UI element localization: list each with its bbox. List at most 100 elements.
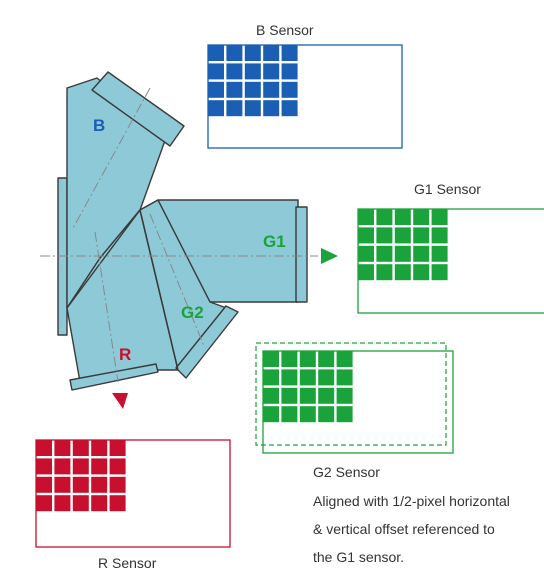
sensor-pixel: [394, 209, 411, 225]
sensor-pixel: [263, 63, 280, 80]
sensor-pixel: [208, 63, 224, 80]
sensor-pixel: [413, 209, 430, 225]
sensor-pixel: [394, 264, 411, 281]
sensor-pixel: [263, 387, 279, 404]
sensor-pixel: [263, 369, 279, 386]
sensor-pixel: [226, 100, 243, 117]
g2-sensor-pixel-grid: [263, 351, 353, 423]
sensor-pixel: [336, 369, 353, 386]
sensor-pixel: [413, 227, 430, 244]
sensor-pixel: [54, 458, 71, 475]
g1-sensor-label: G1 Sensor: [414, 181, 481, 197]
sensor-pixel: [263, 351, 279, 367]
r-direction-arrow: [112, 393, 128, 409]
sensor-pixel: [394, 227, 411, 244]
sensor-pixel: [91, 476, 108, 493]
sensor-pixel: [226, 63, 243, 80]
sensor-pixel: [431, 245, 448, 262]
sensor-pixel: [226, 81, 243, 98]
sensor-pixel: [431, 209, 448, 225]
b-optical-axis: [71, 87, 151, 231]
sensor-pixel: [109, 476, 126, 493]
channel-label-g1: G1: [263, 232, 286, 251]
sensor-pixel: [431, 264, 448, 281]
sensor-pixel: [72, 440, 89, 456]
sensor-pixel: [358, 264, 374, 281]
r-sensor-pixel-grid: [36, 440, 126, 512]
sensor-pixel: [263, 406, 279, 423]
sensor-pixel: [299, 406, 316, 423]
sensor-pixel: [281, 351, 298, 367]
g2-exit-plate: [175, 305, 239, 379]
sensor-pixel: [281, 387, 298, 404]
g2-note-line-3: the G1 sensor.: [313, 549, 404, 565]
sensor-pixel: [281, 45, 298, 61]
sensor-pixel: [36, 440, 52, 456]
sensor-pixel: [318, 369, 335, 386]
r-sensor-label: R Sensor: [98, 555, 157, 571]
g2-offset-reference-frame: [255, 342, 447, 446]
sensor-pixel: [244, 63, 261, 80]
g2-sensor-label: G2 Sensor: [313, 464, 380, 480]
dichroic-boundary: [66, 209, 141, 309]
sensor-pixel: [91, 440, 108, 456]
sensor-pixel: [54, 476, 71, 493]
sensor-pixel: [358, 245, 374, 262]
sensor-pixel: [413, 245, 430, 262]
sensor-pixel: [336, 387, 353, 404]
sensor-pixel: [281, 406, 298, 423]
sensor-pixel: [226, 45, 243, 61]
r-exit-plate: [69, 363, 159, 391]
sensor-pixel: [376, 227, 393, 244]
r-optical-axis: [94, 231, 119, 383]
sensor-pixel: [244, 100, 261, 117]
sensor-pixel: [244, 45, 261, 61]
sensor-pixel: [281, 63, 298, 80]
sensor-pixel: [54, 440, 71, 456]
sensor-pixel: [36, 476, 52, 493]
g2-note-line-1: Aligned with 1/2-pixel horizontal: [313, 493, 510, 509]
sensor-pixel: [376, 209, 393, 225]
sensor-pixel: [263, 81, 280, 98]
sensor-pixel: [208, 45, 224, 61]
g1-sensor-pixel-grid: [358, 209, 448, 281]
sensor-pixel: [109, 495, 126, 512]
sensor-pixel: [376, 264, 393, 281]
g2-optical-axis: [149, 213, 205, 347]
sensor-pixel: [318, 406, 335, 423]
sensor-pixel: [431, 227, 448, 244]
channel-label-g2: G2: [181, 303, 204, 322]
sensor-pixel: [413, 264, 430, 281]
g1-direction-arrow: [321, 248, 338, 264]
sensor-pixel: [208, 81, 224, 98]
sensor-pixel: [336, 406, 353, 423]
sensor-pixel: [208, 100, 224, 117]
sensor-pixel: [299, 369, 316, 386]
sensor-pixel: [263, 100, 280, 117]
sensor-pixel: [318, 387, 335, 404]
sensor-pixel: [72, 458, 89, 475]
sensor-pixel: [54, 495, 71, 512]
sensor-pixel: [36, 495, 52, 512]
sensor-pixel: [281, 100, 298, 117]
sensor-pixel: [263, 45, 280, 61]
sensor-pixel: [299, 387, 316, 404]
sensor-pixel: [36, 458, 52, 475]
sensor-pixel: [394, 245, 411, 262]
g2-note-line-2: & vertical offset referenced to: [313, 521, 495, 537]
channel-label-b: B: [93, 116, 105, 135]
sensor-pixel: [358, 209, 374, 225]
g1-exit-plate: [295, 206, 308, 303]
sensor-pixel: [244, 81, 261, 98]
b-sensor-pixel-grid: [208, 45, 298, 117]
channel-label-r: R: [119, 345, 131, 364]
optical-axes: [40, 87, 318, 383]
sensor-pixel: [109, 458, 126, 475]
sensor-pixel: [358, 227, 374, 244]
sensor-pixel: [109, 440, 126, 456]
sensor-pixel: [336, 351, 353, 367]
r-sensor-frame: [35, 439, 231, 548]
sensor-pixel: [91, 458, 108, 475]
sensor-pixel: [91, 495, 108, 512]
